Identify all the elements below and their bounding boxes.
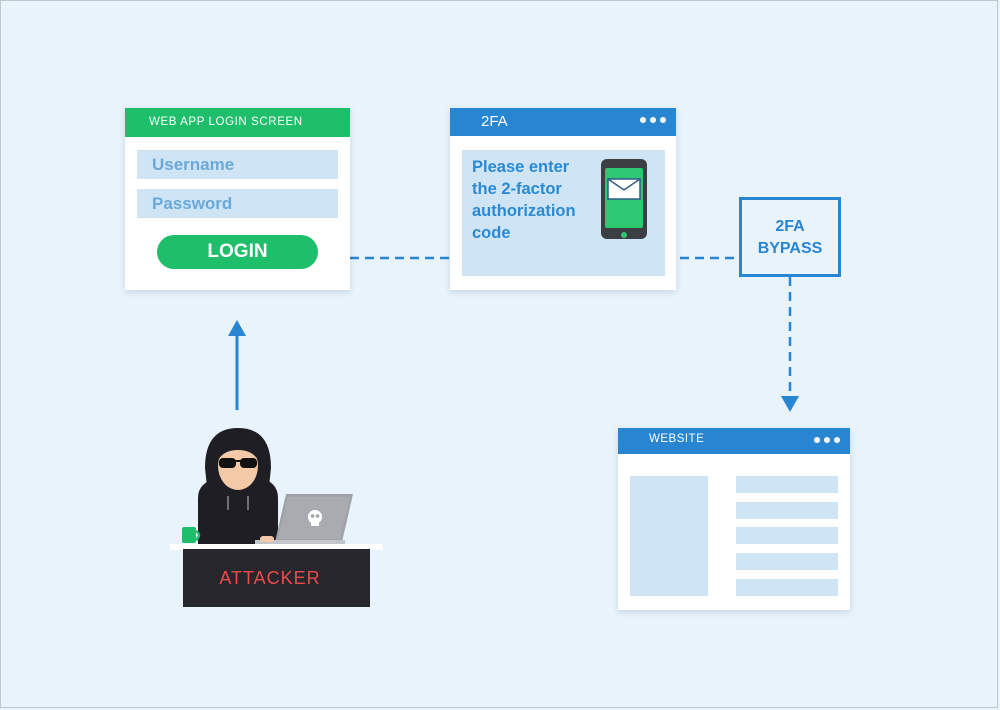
prompt-line: Please enter — [472, 158, 570, 176]
phone-icon — [601, 159, 647, 239]
hacker-hair — [218, 440, 258, 460]
hacker-hand — [260, 536, 274, 542]
skull-icon — [308, 510, 322, 526]
arrow-up-icon — [228, 320, 246, 336]
arrow-down-icon — [781, 396, 799, 412]
twofa-card-header: 2FA — [450, 108, 676, 136]
attacker-label: ATTACKER — [219, 568, 321, 588]
bypass-line: BYPASS — [757, 240, 823, 257]
prompt-line: the 2-factor — [472, 180, 562, 198]
desk-top — [170, 544, 383, 550]
username-field[interactable]: Username — [137, 150, 338, 179]
twofa-prompt-panel: Please enter the 2-factor authorization … — [462, 150, 665, 276]
login-button[interactable]: LOGIN — [157, 235, 318, 269]
hacker-illustration — [170, 428, 383, 550]
more-dots-icon — [640, 117, 666, 123]
mug — [182, 527, 196, 543]
website-content-row — [736, 476, 838, 493]
bypass-line: 2FA — [775, 218, 805, 235]
website-card-title: WEBSITE — [649, 433, 705, 445]
website-sidebar-block — [630, 476, 708, 596]
more-dots-icon — [814, 437, 840, 443]
hacker-face — [218, 442, 258, 490]
login-card-title: WEB APP LOGIN SCREEN — [125, 108, 350, 137]
prompt-line: code — [472, 224, 511, 242]
twofa-card-title: 2FA — [481, 113, 508, 130]
password-field[interactable]: Password — [137, 189, 338, 218]
website-content-row — [736, 579, 838, 596]
website-content-row — [736, 553, 838, 570]
sunglasses — [219, 458, 236, 468]
website-content-row — [736, 502, 838, 519]
website-content-row — [736, 527, 838, 544]
website-card: WEBSITE — [618, 428, 850, 610]
twofa-bypass-box: 2FA BYPASS — [739, 197, 841, 277]
envelope-icon — [607, 178, 641, 200]
website-card-header: WEBSITE — [618, 428, 850, 454]
twofa-card: 2FA Please enter the 2-factor authorizat… — [450, 108, 676, 290]
login-screen-card: WEB APP LOGIN SCREEN Username Password L… — [125, 108, 350, 290]
twofa-prompt-text: Please enter the 2-factor authorization … — [472, 156, 602, 244]
attacker-desk: ATTACKER — [183, 549, 370, 607]
prompt-line: authorization — [472, 202, 576, 220]
